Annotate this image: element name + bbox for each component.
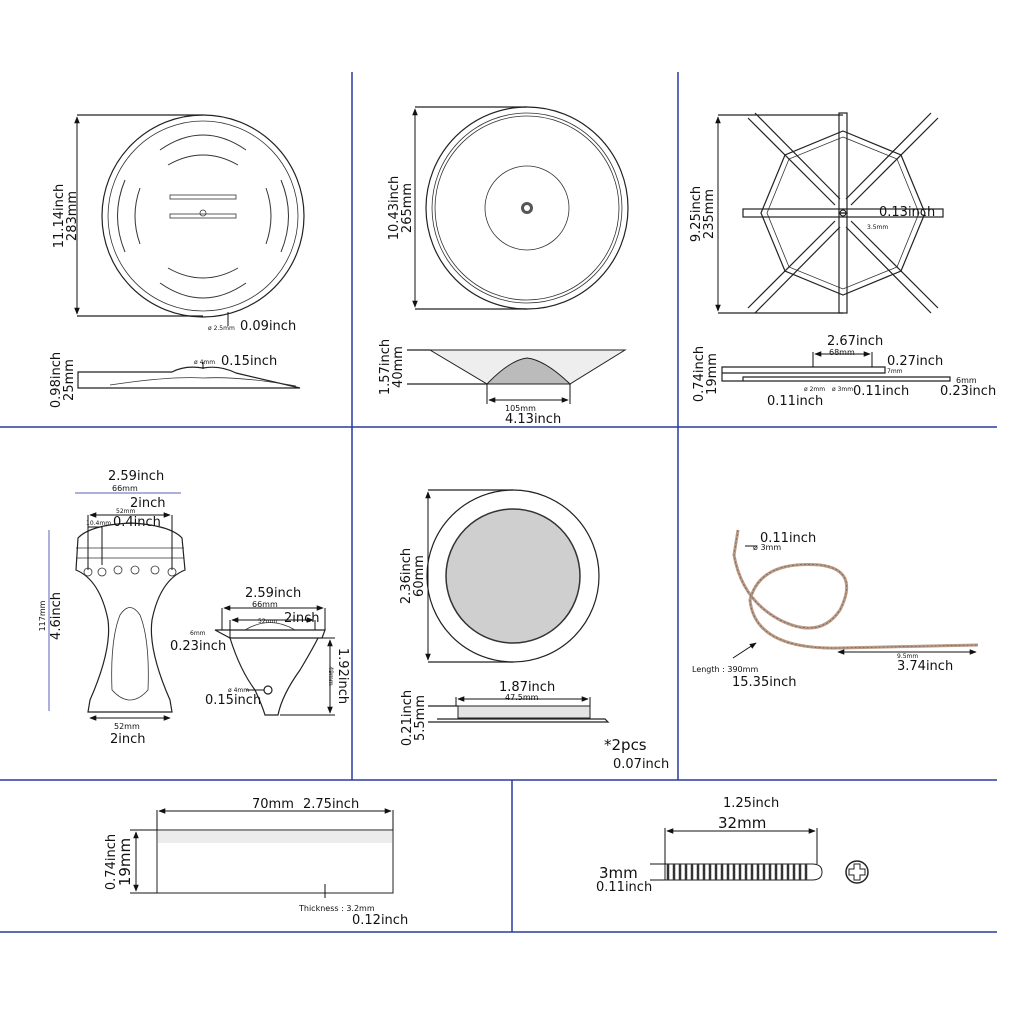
coverplate-drawing bbox=[77, 114, 305, 318]
soundwell-thickness-in: 0.07inch bbox=[613, 757, 669, 772]
tailpiece-width-mm: 66mm bbox=[112, 484, 138, 493]
spider-span-mm: 68mm bbox=[829, 348, 855, 357]
coverplate-center-mm: ø 4mm bbox=[194, 359, 215, 366]
cable-panel: 0.11inch ø 3mm Length : 390mm 15.35inch … bbox=[692, 529, 979, 690]
cone-dia-in: 10.43inch bbox=[387, 176, 402, 240]
tailpiece-side-height-in: 1.92inch bbox=[335, 648, 350, 704]
diagram-element bbox=[117, 134, 289, 299]
spider-panel: 9.25inch 235mm 0.13inch 3.5mm 2.67inch 6… bbox=[689, 112, 996, 409]
spider-foot-in: 0.27inch bbox=[887, 354, 943, 369]
panel-grid bbox=[0, 72, 997, 933]
cable-tip-mm: ø 3mm bbox=[753, 543, 781, 552]
soundwell-h-in: 0.21inch bbox=[400, 690, 415, 746]
tailpiece-side-height-mm: 49mm bbox=[327, 666, 334, 685]
cable-length-label: Length : 390mm bbox=[692, 665, 758, 674]
diagram-element bbox=[83, 565, 177, 577]
coverplate-profile-h-in: 0.98inch bbox=[49, 352, 64, 408]
tailpiece-side-width-in: 2.59inch bbox=[245, 586, 301, 601]
cable-end-mm: 9.5mm bbox=[897, 653, 918, 660]
spider-hole1-in: 0.11inch bbox=[767, 394, 823, 409]
coverplate-hole-mm: ø 2.5mm bbox=[208, 325, 235, 332]
saddle-thickness-label: Thickness : 3.2mm bbox=[298, 904, 375, 913]
coverplate-hole-in: 0.09inch bbox=[240, 319, 296, 334]
saddle-width-in: 2.75inch bbox=[303, 797, 359, 812]
cable-tip-in: 0.11inch bbox=[760, 531, 816, 546]
tailpiece-side-inner-mm: 52mm bbox=[258, 618, 277, 625]
diagram-element bbox=[169, 194, 237, 219]
tailpiece-panel: 2.59inch 66mm 2inch 52mm 10.4mm 0.4inch … bbox=[38, 469, 350, 747]
spider-slot-mm: 3.5mm bbox=[867, 224, 888, 231]
coverplate-height-mm: 283mm bbox=[65, 191, 80, 241]
cone-h-in: 1.57inch bbox=[378, 339, 393, 395]
soundwell-h-mm: 5.5mm bbox=[413, 695, 428, 741]
soundwell-panel: 2.36inch 60mm 1.87inch 47.5mm 0.21inch 5… bbox=[399, 489, 669, 772]
cone-dia-mm: 265mm bbox=[400, 183, 415, 233]
tailpiece-len-in: 4.6inch bbox=[49, 592, 64, 640]
spider-hole1-mm: ø 2mm bbox=[804, 386, 825, 393]
coverplate-height-in: 11.14inch bbox=[52, 184, 67, 248]
spider-dia-mm: 235mm bbox=[702, 189, 717, 239]
diagram-element bbox=[742, 112, 944, 314]
soundwell-inner-in: 1.87inch bbox=[499, 680, 555, 695]
tailpiece-len-mm: 117mm bbox=[38, 600, 47, 631]
saddle-height-in: 0.74inch bbox=[104, 834, 119, 890]
tailpiece-side-inner-in: 2inch bbox=[284, 611, 320, 626]
coverplate-panel: 11.14inch 283mm ø 2.5mm 0.09inch ø 4mm 0… bbox=[49, 114, 305, 408]
coverplate-center-in: 0.15inch bbox=[221, 354, 277, 369]
spider-hole2-in: 0.11inch bbox=[853, 384, 909, 399]
soundwell-quantity: *2pcs bbox=[604, 736, 647, 754]
tailpiece-hole-in: 0.15inch bbox=[205, 693, 261, 708]
spider-dia-in: 9.25inch bbox=[689, 186, 704, 242]
tailpiece-side-width-mm: 66mm bbox=[252, 600, 278, 609]
coverplate-profile-h-mm: 25mm bbox=[62, 359, 77, 401]
cable-length-in: 15.35inch bbox=[732, 675, 796, 690]
saddle-height-mm: 19mm bbox=[116, 838, 134, 886]
spider-slot-in: 0.13inch bbox=[879, 205, 935, 220]
cone-base-in: 4.13inch bbox=[505, 412, 561, 427]
spider-h-mm: 19mm bbox=[705, 353, 720, 395]
tailpiece-lip-mm: 6mm bbox=[190, 630, 206, 637]
screw-panel: 1.25inch 32mm 3mm 0.11inch bbox=[596, 796, 869, 895]
tailpiece-base-mm: 52mm bbox=[114, 722, 140, 731]
tailpiece-width-in: 2.59inch bbox=[108, 469, 164, 484]
tailpiece-pins-in: 2inch bbox=[130, 496, 166, 511]
spider-h-in: 0.74inch bbox=[692, 346, 707, 402]
cone-base-mm: 105mm bbox=[505, 404, 536, 413]
spider-span-in: 2.67inch bbox=[827, 334, 883, 349]
soundwell-dia-mm: 60mm bbox=[412, 555, 427, 597]
cone-panel: 10.43inch 265mm 1.57inch 40mm 105mm 4.13… bbox=[378, 106, 629, 427]
spider-end-mm: 6mm bbox=[956, 376, 977, 385]
screw-diameter-in: 0.11inch bbox=[596, 880, 652, 895]
screw-length-mm: 32mm bbox=[718, 814, 766, 832]
cone-h-mm: 40mm bbox=[391, 346, 406, 388]
tailpiece-pin-mm: 10.4mm bbox=[86, 520, 111, 527]
tailpiece-lip-in: 0.23inch bbox=[170, 639, 226, 654]
phillips-head-icon bbox=[845, 860, 869, 884]
saddle-thickness-in: 0.12inch bbox=[352, 913, 408, 928]
tailpiece-hole-mm: ø 4mm bbox=[228, 687, 249, 694]
saddle-panel: 70mm 2.75inch 0.74inch 19mm Thickness : … bbox=[104, 797, 408, 928]
tailpiece-pins-mm: 52mm bbox=[116, 508, 135, 515]
spider-hole2-mm: ø 3mm bbox=[832, 386, 853, 393]
saddle-width-mm: 70mm bbox=[252, 797, 294, 812]
tailpiece-base-in: 2inch bbox=[110, 732, 146, 747]
spider-foot-mm: 7mm bbox=[887, 368, 903, 375]
screw-length-in: 1.25inch bbox=[723, 796, 779, 811]
screw-diameter-mm: 3mm bbox=[599, 864, 638, 882]
spider-end-in: 0.23inch bbox=[940, 384, 996, 399]
cable-end-in: 3.74inch bbox=[897, 659, 953, 674]
soundwell-dia-in: 2.36inch bbox=[399, 548, 414, 604]
tailpiece-pin-in: 0.4inch bbox=[113, 515, 161, 530]
soundwell-inner-mm: 47.5mm bbox=[505, 693, 539, 702]
